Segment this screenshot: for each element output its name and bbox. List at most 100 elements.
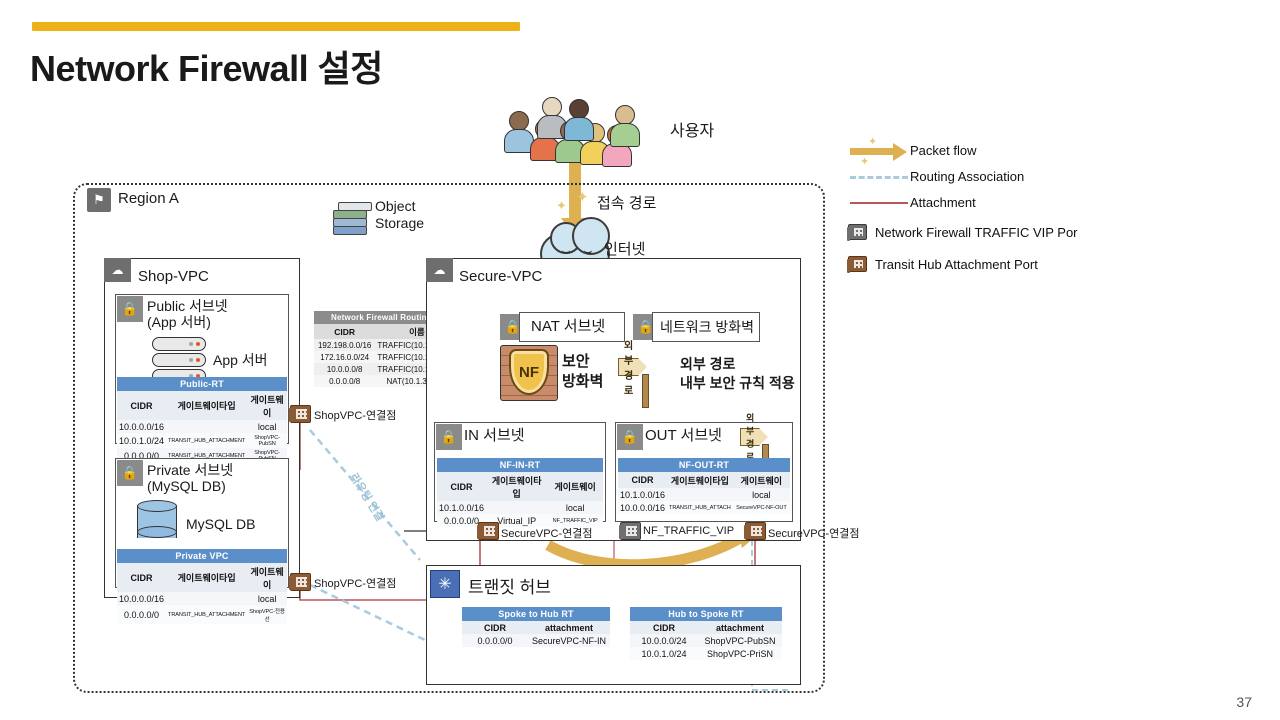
nf-in-rt-table: NF-IN-RT CIDR 게이트웨이타입 게이트웨이 10.1.0.0/16 … (437, 458, 603, 527)
table-row: 10.1.0.0/16 local (618, 488, 790, 501)
table-row: 10.0.0.0/16 TRANSIT_HUB_ATTACH SecureVPC… (618, 501, 790, 514)
nat-subnet-label: NAT 서브넷 (531, 318, 606, 335)
public-subnet-title-line1: Public 서브넷 (147, 298, 228, 314)
col-header: 게이트웨이타입 (667, 472, 733, 488)
spoke-to-hub-rt-table: Spoke to Hub RT CIDR attachment 0.0.0.0/… (462, 607, 610, 647)
legend-label: Packet flow (910, 143, 977, 158)
lock-icon: 🔒 (436, 424, 462, 450)
shopvpc-attachment-port-bottom-label: ShopVPC-연결점 (314, 578, 397, 590)
col-header: 게이트웨이타입 (486, 472, 548, 501)
securevpc-port-left-label: SecureVPC-연결점 (501, 528, 593, 540)
col-header: 게이트웨이 (547, 472, 603, 501)
table-row: 0.0.0.0/0 SecureVPC-NF-IN (462, 634, 610, 647)
nf-traffic-vip-port[interactable] (619, 522, 641, 540)
col-header: 게이트웨이 (247, 563, 287, 592)
network-firewall-label: 네트워크 방화벽 (660, 319, 755, 335)
object-storage-icon (333, 202, 373, 236)
secure-vpc-title: Secure-VPC (459, 268, 543, 285)
nf-out-rt-table: NF-OUT-RT CIDR 게이트웨이타입 게이트웨이 10.1.0.0/16… (618, 458, 790, 514)
secure-vpc-cloud-icon: ☁ (426, 258, 453, 282)
nf-shield-badge: NF (509, 349, 549, 395)
dashed-line-icon (848, 166, 910, 188)
shop-vpc-cloud-icon: ☁ (104, 258, 131, 282)
title-accent-bar (32, 22, 520, 31)
legend-item-attachment: Attachment (848, 190, 1268, 215)
col-header: 게이트웨이타입 (166, 391, 248, 420)
lock-icon: 🔒 (117, 460, 143, 486)
mysql-db-label: MySQL DB (186, 516, 256, 532)
private-subnet-title: Private 서브넷 (MySQL DB) (147, 462, 233, 494)
object-storage-line1: Object (375, 198, 416, 214)
table-row: 10.0.1.0/24 ShopVPC-PriSN (630, 647, 782, 660)
port-brown-icon (847, 256, 867, 273)
col-header: 게이트웨이타입 (166, 563, 248, 592)
table-row: 10.1.0.0/16 local (437, 501, 603, 514)
region-a-boundary (73, 183, 825, 693)
igw-line1: 인터넷 (604, 241, 646, 258)
cloud-face (558, 249, 598, 263)
mysql-db-icon (137, 500, 177, 544)
in-subnet-label: IN 서브넷 (464, 427, 525, 444)
solid-line-icon (848, 192, 910, 214)
col-header: CIDR (117, 391, 167, 420)
col-header: CIDR (630, 621, 698, 634)
region-label: Region A (118, 190, 179, 207)
table-row: 10.0.0.0/16 local (117, 420, 287, 433)
col-header: CIDR (117, 563, 167, 592)
shopvpc-attachment-port-top[interactable] (289, 405, 311, 423)
col-header: 게이트웨이 (247, 391, 287, 420)
shopvpc-attachment-port-top-label: ShopVPC-연결점 (314, 410, 397, 422)
security-firewall-line1: 보안 (562, 353, 590, 370)
nf-in-rt-name: NF-IN-RT (437, 458, 603, 472)
table-row: 10.0.0.0/24 ShopVPC-PubSN (630, 634, 782, 647)
packet-flow-arrow-icon: ✦ ✦ (848, 136, 910, 168)
security-firewall-line2: 방화벽 (562, 373, 604, 390)
external-route-line2: 내부 보안 규칙 적용 (680, 375, 795, 391)
legend-item-packet-flow: ✦ ✦ Packet flow (848, 136, 1268, 168)
private-rt-name: Private VPC (117, 549, 287, 563)
securevpc-attachment-port-left[interactable] (477, 522, 499, 540)
external-route-line1: 외부 경로 (680, 356, 736, 372)
lock-icon: 🔒 (617, 424, 643, 450)
security-firewall-label: 보안 방화벽 (562, 352, 603, 392)
public-subnet-title-line2: (App 서버) (147, 314, 211, 330)
page-number: 37 (1236, 694, 1252, 710)
private-rt-table: Private VPC CIDR 게이트웨이타입 게이트웨이 10.0.0.0/… (117, 549, 287, 624)
sparkle-icon: ✦ (556, 198, 567, 213)
table-row: 10.0.0.0/16 local (117, 592, 287, 605)
legend-label: Network Firewall TRAFFIC VIP Por (875, 224, 1078, 240)
public-rt-name: Public-RT (117, 377, 287, 391)
col-header: CIDR (314, 324, 376, 339)
lock-icon: 🔒 (117, 296, 143, 322)
object-storage-line2: Storage (375, 215, 425, 231)
col-header: CIDR (618, 472, 668, 488)
securevpc-port-right-label: SecureVPC-연결점 (768, 528, 860, 540)
legend-label: Routing Association (910, 169, 1025, 184)
out-subnet-sign-badge: 외부 경로 (740, 413, 769, 462)
table-row: 0.0.0.0/0 TRANSIT_HUB_ATTACHMENT ShopVPC… (117, 605, 287, 624)
security-firewall-icon: NF (500, 345, 558, 401)
securevpc-attachment-port-right[interactable] (744, 522, 766, 540)
users-illustration (487, 95, 647, 167)
out-subnet-label: OUT 서브넷 (645, 427, 722, 444)
nat-subnet-box (519, 312, 625, 342)
public-rt-table: Public-RT CIDR 게이트웨이타입 게이트웨이 10.0.0.0/16… (117, 377, 287, 463)
legend: ✦ ✦ Packet flow Routing Association Atta… (847, 136, 1268, 277)
external-route-text: 외부 경로 내부 보안 규칙 적용 (680, 355, 795, 393)
public-subnet-title: Public 서브넷 (App 서버) (147, 298, 228, 330)
col-header: CIDR (462, 621, 528, 634)
private-subnet-title-line1: Private 서브넷 (147, 462, 234, 478)
legend-item-routing-association: Routing Association (848, 164, 1268, 189)
col-header: CIDR (437, 472, 487, 501)
legend-item-nf-vip-port: Network Firewall TRAFFIC VIP Por (847, 219, 1268, 245)
legend-label: Attachment (910, 195, 976, 210)
transit-hub-title: 트랜짓 허브 (468, 578, 551, 597)
shop-vpc-title: Shop-VPC (138, 268, 209, 285)
region-flag-icon: ⚑ (87, 188, 111, 212)
app-server-label: App 서버 (213, 352, 268, 368)
spoke-to-hub-name: Spoke to Hub RT (462, 607, 610, 621)
shopvpc-attachment-port-bottom[interactable] (289, 573, 311, 591)
network-firewall-box (652, 312, 760, 342)
object-storage-label: Object Storage (375, 198, 424, 232)
